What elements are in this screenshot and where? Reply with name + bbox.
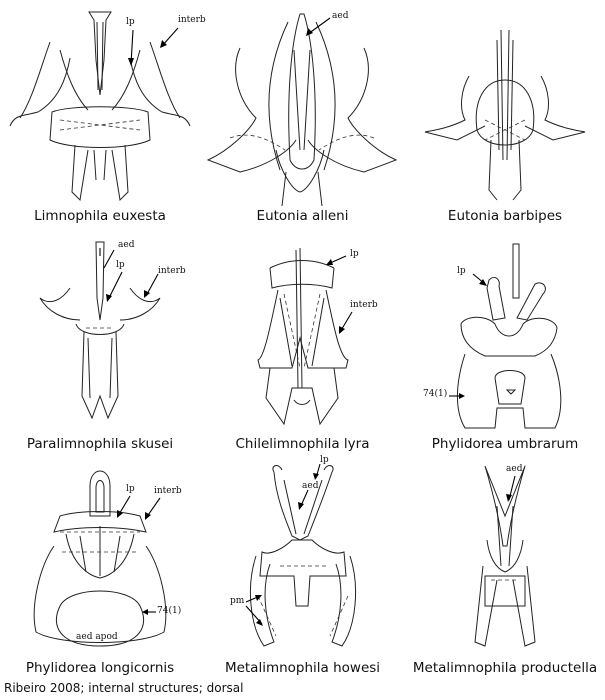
label-aed-apod: aed apod	[76, 632, 118, 642]
species-caption: Metalimnophila howesi	[224, 660, 381, 676]
label-interb: interb	[350, 300, 378, 310]
panel-eutonia-barbipes: Eutonia barbipes	[405, 0, 605, 228]
panel-paralimnophila-skusei: aed lp interb Paralimnophila skusei	[0, 228, 200, 456]
label-interb: interb	[178, 15, 206, 25]
drawing-eutonia-alleni	[206, 13, 398, 207]
label-lp: lp	[116, 260, 125, 270]
drawing-paralimnophila-skusei	[39, 241, 161, 420]
label-interb: interb	[158, 266, 186, 276]
label-interb: interb	[154, 486, 182, 496]
label-74-1: 74(1)	[157, 606, 182, 616]
label-lp: lp	[320, 455, 329, 465]
drawing-eutonia-barbipes	[424, 29, 586, 201]
label-aed: aed	[506, 464, 523, 474]
species-caption: Paralimnophila skusei	[26, 436, 174, 452]
drawing-limnophila-euxesta	[9, 11, 191, 202]
drawing-phylidorea-umbrarum	[449, 243, 562, 429]
species-caption: Eutonia alleni	[256, 208, 349, 224]
species-caption: Metalimnophila productella	[412, 660, 598, 676]
label-lp: lp	[350, 249, 359, 259]
label-74-1: 74(1)	[423, 389, 448, 399]
panel-metalimnophila-howesi: lp aed pm Metalimnophila howesi	[200, 455, 405, 680]
species-caption: Chilelimnophila lyra	[235, 436, 370, 452]
figure-credit: Ribeiro 2008; internal structures; dorsa…	[4, 681, 244, 695]
label-aed: aed	[302, 481, 319, 491]
species-caption: Phylidorea umbrarum	[431, 436, 579, 452]
label-pm: pm	[230, 596, 245, 606]
label-lp: lp	[126, 484, 135, 494]
panel-phylidorea-umbrarum: lp 74(1) Phylidorea umbrarum	[405, 228, 605, 456]
panel-chilelimnophila-lyra: lp interb Chilelimnophila lyra	[200, 228, 405, 456]
drawing-chilelimnophila-lyra	[257, 247, 353, 426]
drawing-phylidorea-longicornis	[33, 470, 167, 647]
label-lp: lp	[126, 17, 135, 27]
panel-limnophila-euxesta: lp interb Limnophila euxesta	[0, 0, 206, 228]
drawing-metalimnophila-howesi	[245, 463, 357, 647]
panel-phylidorea-longicornis: lp interb 74(1) aed apod Phylidorea long…	[0, 456, 200, 680]
species-caption: Phylidorea longicornis	[25, 660, 175, 676]
label-aed: aed	[118, 240, 135, 250]
label-lp: lp	[457, 266, 466, 276]
species-caption: Limnophila euxesta	[34, 208, 166, 224]
label-aed: aed	[332, 11, 349, 21]
species-caption: Eutonia barbipes	[447, 208, 563, 224]
drawing-metalimnophila-productella	[474, 465, 536, 647]
panel-eutonia-alleni: aed Eutonia alleni	[200, 0, 405, 228]
panel-metalimnophila-productella: aed Metalimnophila productella	[405, 456, 605, 680]
